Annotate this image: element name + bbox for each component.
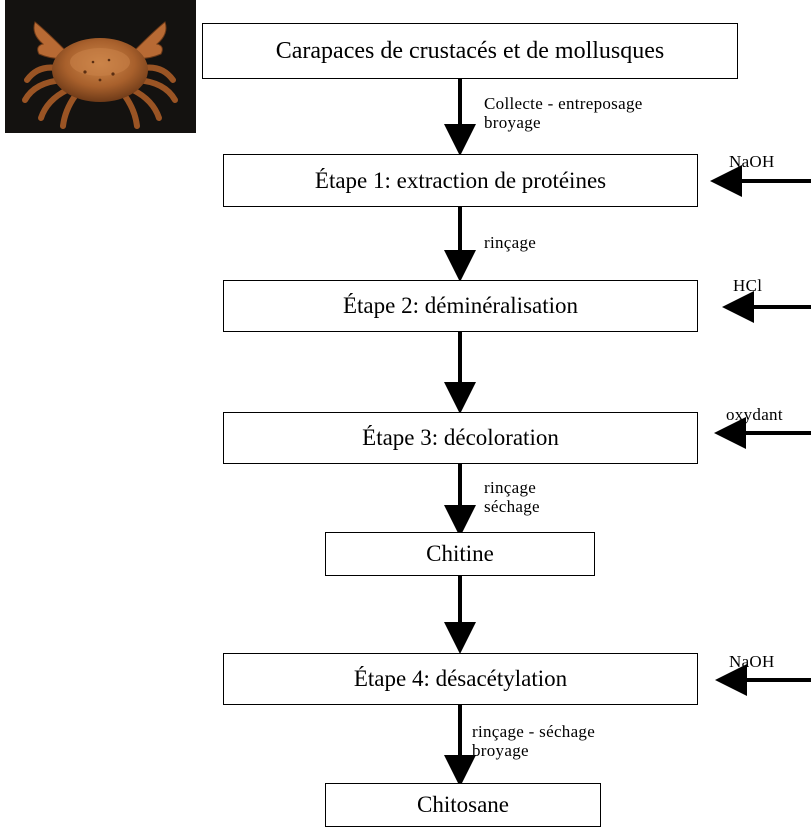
reagent-step2: HCl (733, 276, 763, 295)
step4-label: Étape 4: désacétylation (353, 666, 568, 691)
transition-3-line1: rinçage (484, 478, 537, 497)
chitosane-box: Chitosane (325, 783, 601, 827)
crab-photo (5, 0, 196, 133)
source-box: Carapaces de crustacés et de mollusques (202, 23, 738, 79)
step1-box: Étape 1: extraction de protéines (223, 154, 698, 207)
transition-5-line2: broyage (472, 741, 529, 760)
step3-box: Étape 3: décoloration (223, 412, 698, 464)
transition-5-label: rinçage - séchage broyage (472, 722, 595, 760)
reagent-step3: oxydant (726, 405, 783, 424)
transition-5-line1: rinçage - séchage (472, 722, 596, 741)
step4-box: Étape 4: désacétylation (223, 653, 698, 705)
transition-1-line1: Collecte - entreposage (484, 94, 643, 113)
transition-3-line2: séchage (484, 497, 540, 516)
step3-label: Étape 3: décoloration (362, 425, 559, 450)
chitine-box: Chitine (325, 532, 595, 576)
transition-1-line2: broyage (484, 113, 541, 132)
chitosane-label: Chitosane (417, 792, 509, 817)
step1-label: Étape 1: extraction de protéines (314, 167, 607, 193)
step2-label: Étape 2: déminéralisation (342, 293, 579, 318)
source-label: Carapaces de crustacés et de mollusques (275, 37, 665, 64)
step2-box: Étape 2: déminéralisation (223, 280, 698, 332)
transition-3-label: rinçage séchage (484, 478, 540, 516)
reagent-step1: NaOH (729, 152, 775, 171)
transition-2-line1: rinçage (484, 233, 537, 252)
transition-2-label: rinçage (484, 233, 536, 252)
chitine-label: Chitine (426, 541, 494, 566)
reagent-step4: NaOH (729, 652, 775, 671)
transition-1-label: Collecte - entreposage broyage (484, 94, 643, 132)
